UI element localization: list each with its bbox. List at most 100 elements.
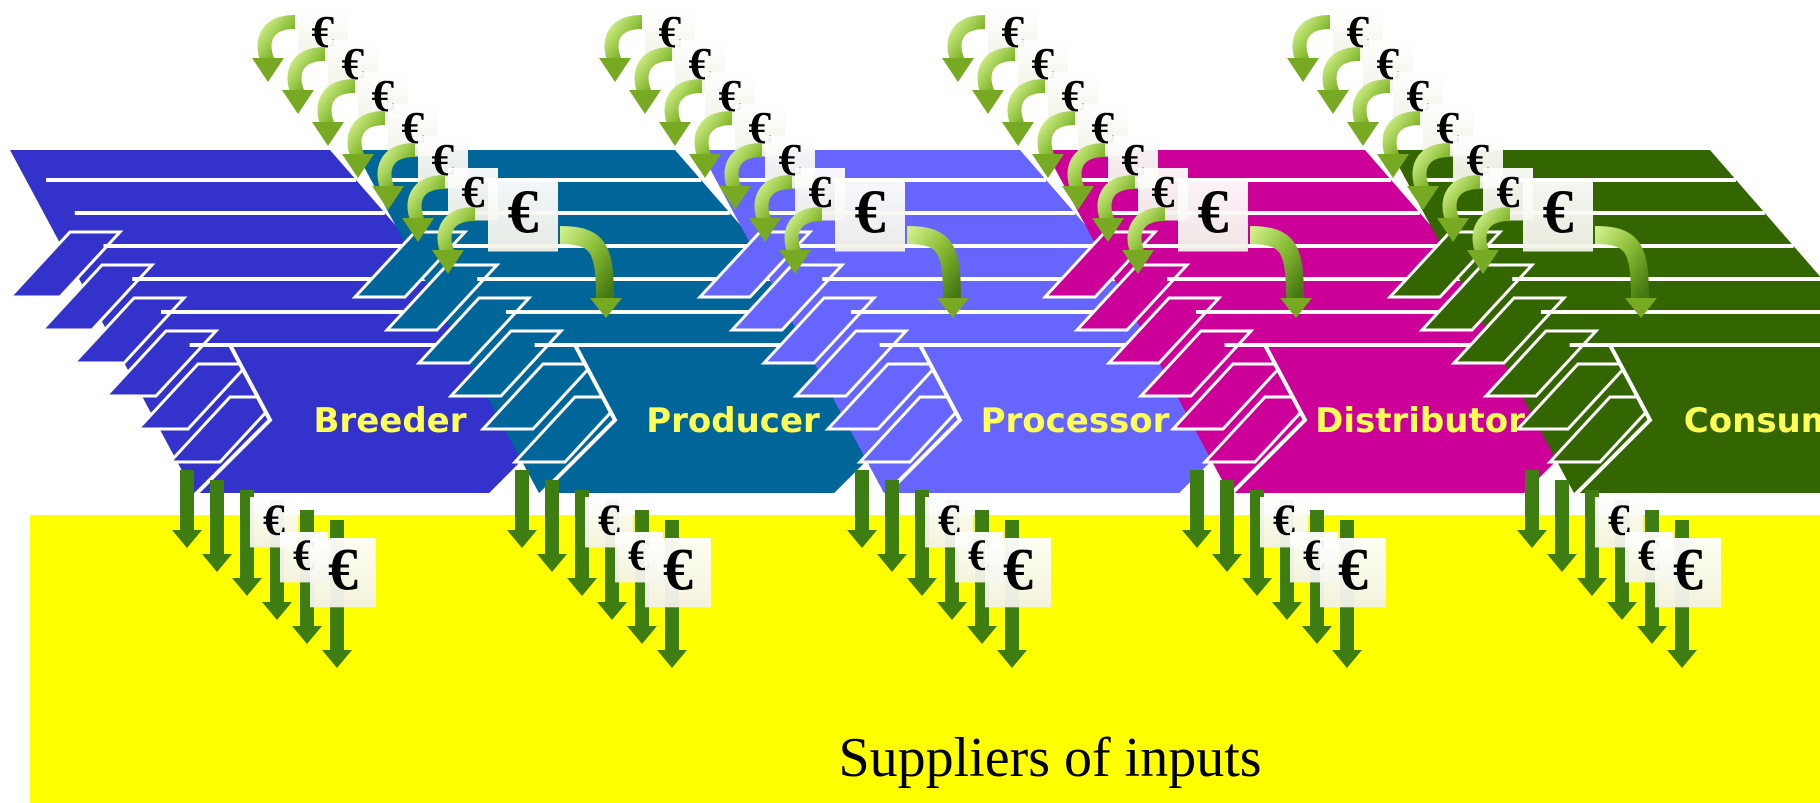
euro-icon: € (1320, 536, 1386, 608)
euro-icon: € (310, 536, 376, 608)
hook-arrow-icon (1249, 226, 1304, 301)
down-arrow-icon (885, 480, 899, 554)
euro-icon: € (1523, 178, 1593, 252)
stage-chevron-tooth (1450, 296, 1568, 365)
euro-icon: € (985, 536, 1051, 608)
down-arrow-head-icon (232, 578, 262, 596)
money-arrow-icon (1407, 143, 1451, 210)
down-arrow-head-icon (847, 530, 877, 548)
hook-arrow-head-icon (937, 298, 969, 318)
svg-text:€: € (1273, 495, 1295, 544)
hook-arrow-icon (559, 226, 614, 301)
money-arrow-icon (599, 15, 643, 82)
hook-arrow-head-icon (1280, 298, 1312, 318)
money-arrow-icon (629, 47, 673, 114)
money-arrow-icon (1032, 111, 1076, 178)
stage-chevron-tooth (1386, 230, 1504, 299)
euro-icon: € (835, 178, 905, 252)
money-flow-1: €€€€€€€ (252, 6, 622, 318)
down-arrow-icon (1220, 480, 1234, 554)
svg-text:€: € (1608, 495, 1630, 544)
supplier-payment-4: €€€ (1182, 470, 1386, 668)
stage-chevron-tooth (102, 329, 220, 398)
money-arrow-icon (252, 15, 296, 82)
stage-chevron-tooth (1482, 329, 1600, 398)
euro-icon: € (488, 178, 558, 252)
stage-chevron-tooth (38, 263, 156, 332)
money-arrow-icon (689, 111, 733, 178)
svg-text:€: € (1338, 536, 1368, 602)
down-arrow-icon (1190, 470, 1204, 530)
stage-chevron-tooth (6, 230, 124, 299)
stage-chevron-tooth (351, 230, 469, 299)
stage-chevron-tooth (1418, 263, 1536, 332)
stage-chevrons (6, 150, 1820, 497)
down-arrow-head-icon (1212, 554, 1242, 572)
down-arrow-head-icon (627, 626, 657, 644)
down-arrow-head-icon (1332, 650, 1362, 668)
money-arrow-icon (372, 143, 416, 210)
svg-text:€: € (809, 166, 832, 217)
down-arrow-head-icon (322, 650, 352, 668)
down-arrow-icon (545, 480, 559, 554)
hook-arrow-icon (906, 226, 961, 301)
down-arrow-head-icon (172, 530, 202, 548)
down-arrow-head-icon (1182, 530, 1212, 548)
euro-icon: € (1655, 536, 1721, 608)
money-flow-3: €€€€€€€ (942, 6, 1312, 318)
money-arrow-icon (432, 207, 476, 274)
svg-text:€: € (1003, 536, 1033, 602)
down-arrow-head-icon (907, 578, 937, 596)
stage-3 (696, 150, 1293, 497)
stage-chevron-tooth (383, 263, 501, 332)
money-arrow-icon (972, 47, 1016, 114)
stage-chevron-tooth (447, 329, 565, 398)
down-arrow-head-icon (567, 578, 597, 596)
money-arrow-icon (719, 143, 763, 210)
stage-label: Consum (1684, 401, 1820, 441)
down-arrow-head-icon (262, 602, 292, 620)
svg-text:€: € (855, 179, 886, 247)
money-arrow-icon (1122, 207, 1166, 274)
svg-text:€: € (293, 530, 315, 579)
stage-chevron-tooth (696, 230, 814, 299)
stage-label: Processor (981, 401, 1170, 441)
down-arrow-head-icon (997, 650, 1027, 668)
stage-chevron-tooth (792, 329, 910, 398)
stage-chevron-tooth (70, 296, 188, 365)
stage-chevron-tooth (1041, 230, 1159, 299)
svg-text:€: € (1303, 530, 1325, 579)
money-arrow-icon (1377, 111, 1421, 178)
down-arrow-head-icon (1577, 578, 1607, 596)
down-arrow-head-icon (1272, 602, 1302, 620)
down-arrow-head-icon (1302, 626, 1332, 644)
supplier-payment-2: €€€ (507, 470, 711, 668)
stage-5 (1386, 150, 1820, 497)
svg-text:€: € (263, 495, 285, 544)
down-arrow-icon (1555, 480, 1569, 554)
money-arrow-icon (402, 175, 446, 242)
stage-chevron-front (1570, 343, 1820, 497)
stage-chevron-tooth (1137, 329, 1255, 398)
down-arrow-icon (855, 470, 869, 530)
money-arrow-icon (1062, 143, 1106, 210)
down-arrow-head-icon (537, 554, 567, 572)
svg-text:€: € (628, 530, 650, 579)
euro-icon: € (1178, 178, 1248, 252)
money-arrow-icon (312, 79, 356, 146)
money-arrow-icon (942, 15, 986, 82)
money-arrow-icon (1467, 207, 1511, 274)
down-arrow-head-icon (292, 626, 322, 644)
stage-label: Producer (646, 401, 820, 441)
svg-text:€: € (462, 166, 485, 217)
down-arrow-head-icon (877, 554, 907, 572)
down-arrow-head-icon (657, 650, 687, 668)
stage-chevron-tooth (415, 296, 533, 365)
supplier-payments: €€€€€€€€€€€€€€€ (172, 470, 1721, 668)
money-flow-2: €€€€€€€ (599, 6, 969, 318)
down-arrow-head-icon (1667, 650, 1697, 668)
money-arrow-icon (282, 47, 326, 114)
money-arrow-icon (659, 79, 703, 146)
down-arrow-head-icon (597, 602, 627, 620)
